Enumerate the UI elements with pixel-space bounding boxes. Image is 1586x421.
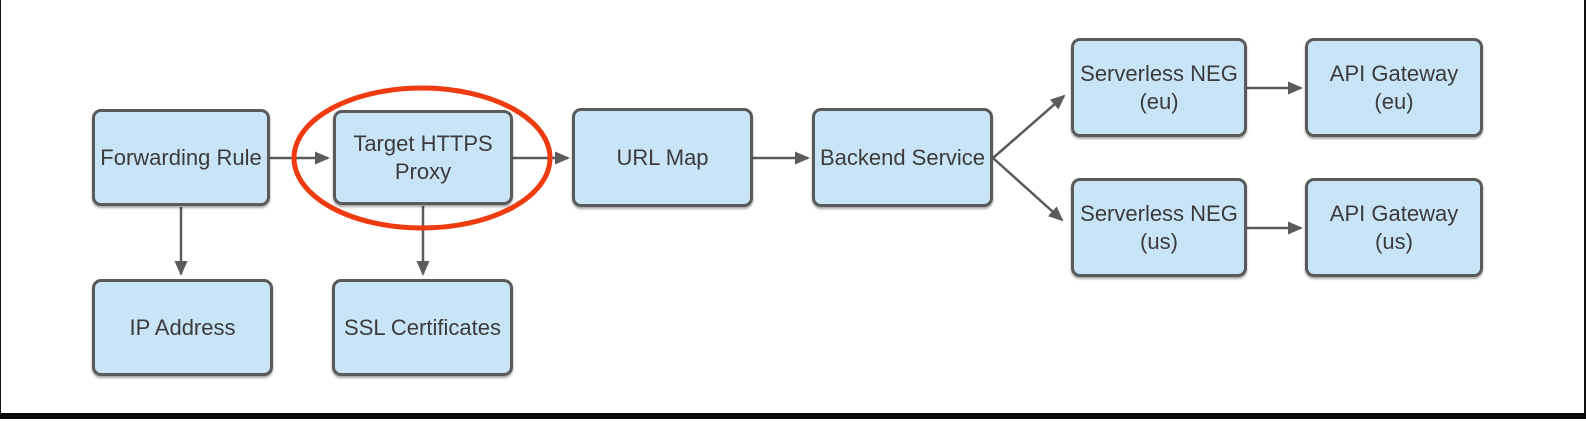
node-url-map-label: URL Map <box>616 144 709 170</box>
node-api-gateway-eu: API Gateway (eu) <box>1305 38 1483 137</box>
frame-left-border <box>0 0 1 419</box>
node-serverless-neg-eu-label: Serverless NEG (eu) <box>1080 61 1238 114</box>
node-api-gateway-eu-label: API Gateway (eu) <box>1329 61 1459 114</box>
node-serverless-neg-us: Serverless NEG (us) <box>1071 178 1247 277</box>
node-forwarding-rule-label: Forwarding Rule <box>100 144 262 170</box>
node-ssl-certificates: SSL Certificates <box>332 279 513 376</box>
frame-right-border <box>1584 0 1586 419</box>
node-serverless-neg-eu: Serverless NEG (eu) <box>1071 38 1247 137</box>
connector-backend-service-to-serverless-neg-us <box>992 157 1064 222</box>
node-target-https-proxy-label: Target HTTPS Proxy <box>353 131 493 184</box>
node-ip-address-label: IP Address <box>129 314 236 340</box>
node-serverless-neg-us-label: Serverless NEG (us) <box>1080 201 1238 254</box>
node-forwarding-rule: Forwarding Rule <box>92 109 270 206</box>
node-api-gateway-us-label: API Gateway (us) <box>1329 201 1459 254</box>
node-ip-address: IP Address <box>92 279 273 376</box>
node-api-gateway-us: API Gateway (us) <box>1305 178 1483 277</box>
frame-bottom-border <box>0 413 1586 419</box>
node-backend-service-label: Backend Service <box>819 144 986 170</box>
node-ssl-certificates-label: SSL Certificates <box>344 314 501 340</box>
connector-backend-service-to-serverless-neg-eu <box>992 94 1066 159</box>
node-url-map: URL Map <box>572 108 753 207</box>
highlight-ellipse <box>291 85 553 231</box>
node-target-https-proxy: Target HTTPS Proxy <box>333 110 513 205</box>
node-backend-service: Backend Service <box>812 108 993 207</box>
